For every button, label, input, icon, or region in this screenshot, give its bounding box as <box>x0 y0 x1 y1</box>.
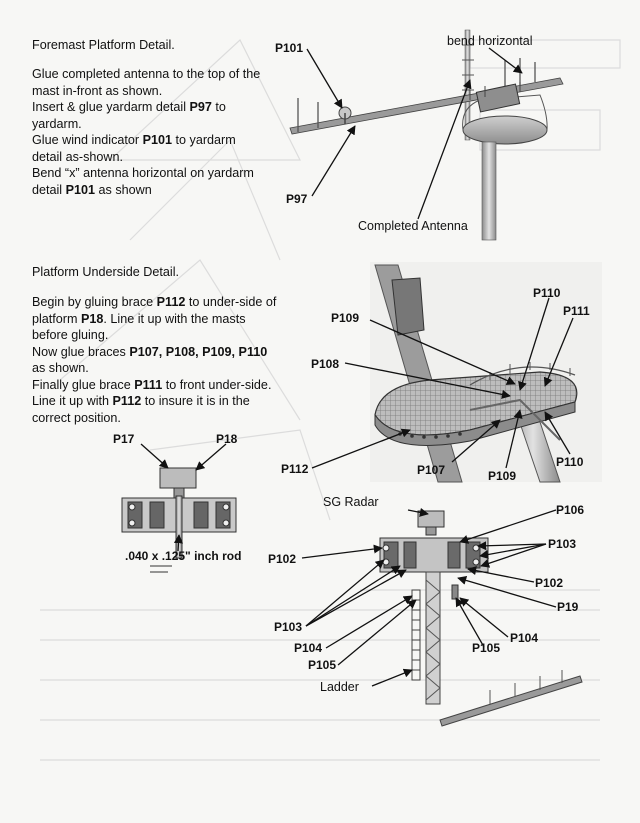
section2-steps: Begin by gluing brace P112 to under-side… <box>32 294 282 426</box>
section1-steps: Glue completed antenna to the top of the… <box>32 66 264 198</box>
section1-step-1: Glue completed antenna to the top of the… <box>32 67 261 98</box>
callout-p112: P112 <box>281 462 309 476</box>
figure-p17-p18-assembly <box>121 443 237 573</box>
callout-p111: P111 <box>563 304 590 318</box>
callout-sg-radar: SG Radar <box>323 495 379 509</box>
section2-step-1: Begin by gluing brace P112 to under-side… <box>32 295 277 342</box>
figure-foremast-platform <box>289 29 564 241</box>
callout-rod: .040 x .125" inch rod <box>125 549 242 563</box>
section1-heading: Foremast Platform Detail. <box>32 38 175 52</box>
callout-p97: P97 <box>286 192 308 206</box>
section1-step-4: Bend “x” antenna horizontal on yardarm d… <box>32 166 254 197</box>
callout-p106: P106 <box>556 503 585 517</box>
section1-step-2: Insert & glue yardarm detail P97 to yard… <box>32 100 226 131</box>
section2-heading: Platform Underside Detail. <box>32 265 179 279</box>
callout-p110-top: P110 <box>533 286 561 300</box>
callout-p105-right: P105 <box>472 641 501 655</box>
callout-p104-right: P104 <box>510 631 539 645</box>
callout-p104-left: P104 <box>294 641 323 655</box>
callout-p18: P18 <box>216 432 238 446</box>
callout-p109-bottom: P109 <box>488 469 517 483</box>
callout-completed-antenna: Completed Antenna <box>358 219 468 233</box>
callout-p103-right: P103 <box>548 537 577 551</box>
callout-p19: P19 <box>557 600 579 614</box>
callout-p17: P17 <box>113 432 135 446</box>
figure-sg-radar-mast <box>301 507 583 727</box>
section2-step-3: Finally glue brace P111 to front under-s… <box>32 377 272 425</box>
callout-p103-left: P103 <box>274 620 303 634</box>
section2-step-2: Now glue braces P107, P108, P109, P110 a… <box>32 344 268 376</box>
section1-step-3: Glue wind indicator P101 to yardarm deta… <box>32 133 236 164</box>
callout-p105-left: P105 <box>308 658 337 672</box>
callout-p102-right: P102 <box>535 576 564 590</box>
callout-p109-top: P109 <box>331 311 360 325</box>
callout-p108: P108 <box>311 357 340 371</box>
callout-p101: P101 <box>275 41 304 55</box>
figure-platform-underside <box>311 262 602 483</box>
callout-bend-horizontal: bend horizontal <box>447 34 533 48</box>
callout-p110-bottom: P110 <box>556 455 584 469</box>
callout-p102-left: P102 <box>268 552 297 566</box>
callout-p107: P107 <box>417 463 446 477</box>
callout-ladder: Ladder <box>320 680 359 694</box>
